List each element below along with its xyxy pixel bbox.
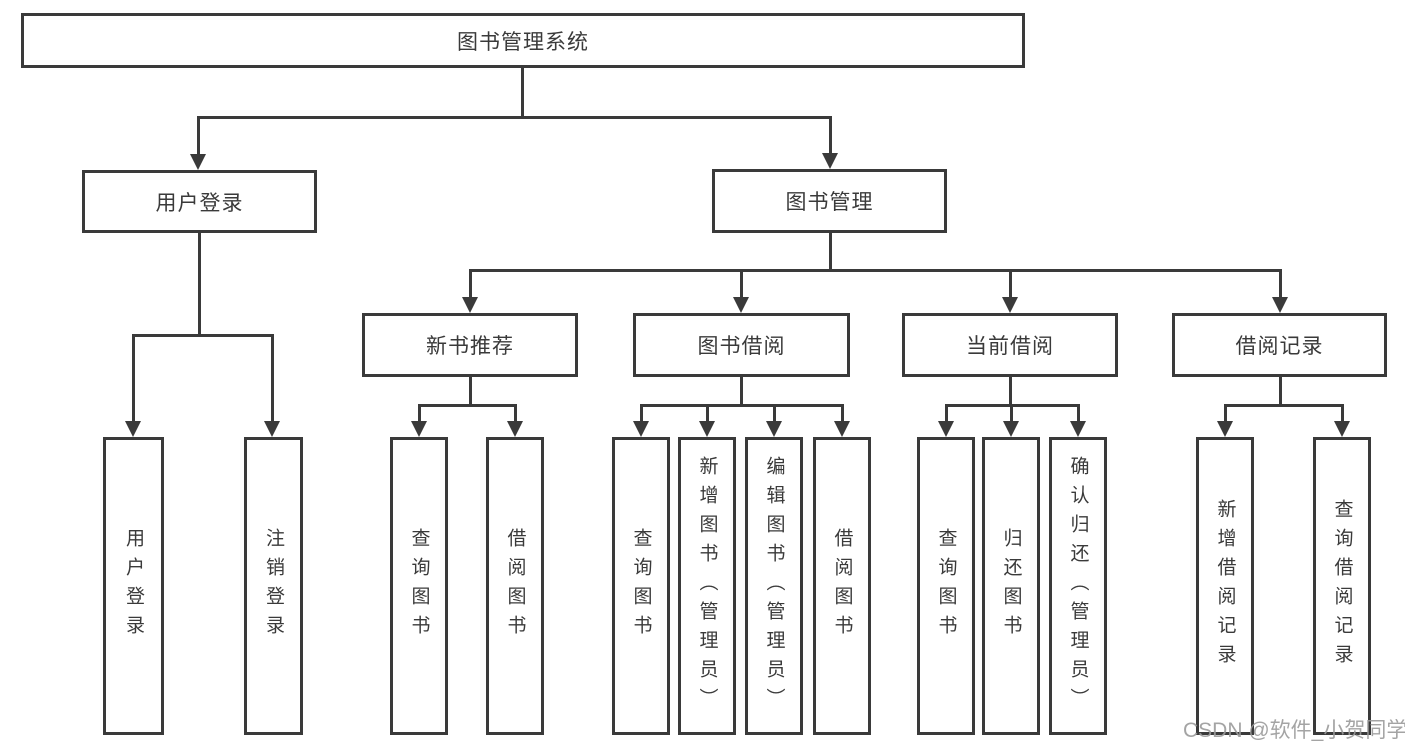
node-borrow-records: 借阅记录 — [1172, 313, 1387, 377]
leaf-recommend-borrow-book: 借阅图书 — [486, 437, 544, 735]
connector-line — [197, 116, 831, 119]
leaf-current-return-book-label: 归还图书 — [1000, 528, 1022, 644]
connector-line — [469, 269, 1281, 272]
connector-line — [945, 404, 948, 427]
connector-line — [1009, 269, 1012, 302]
connector-line — [271, 334, 274, 426]
arrowhead-icon — [938, 421, 954, 437]
arrowhead-icon — [1070, 421, 1086, 437]
connector-line — [706, 404, 709, 427]
arrowhead-icon — [462, 297, 478, 313]
node-user-login-label: 用户登录 — [155, 191, 244, 215]
node-book-management: 图书管理 — [712, 169, 947, 233]
arrowhead-icon — [411, 421, 427, 437]
arrowhead-icon — [834, 421, 850, 437]
connector-line — [841, 404, 844, 427]
connector-line — [132, 334, 135, 426]
leaf-user-login: 用户登录 — [103, 437, 164, 735]
connector-line — [740, 269, 743, 302]
connector-line — [1077, 404, 1080, 427]
connector-line — [640, 404, 643, 427]
leaf-records-query: 查询借阅记录 — [1313, 437, 1371, 735]
leaf-logout-label: 注销登录 — [263, 528, 284, 644]
leaf-borrow-query-book-label: 查询图书 — [630, 528, 652, 644]
connector-line — [197, 116, 200, 158]
connector-line — [132, 334, 274, 337]
node-current-borrow-label: 当前借阅 — [966, 335, 1054, 358]
connector-line — [418, 404, 421, 427]
leaf-borrow-edit-book: 编辑图书（管理员） — [745, 437, 803, 735]
connector-line — [1341, 404, 1344, 427]
node-new-book-recommend: 新书推荐 — [362, 313, 578, 377]
connector-line — [469, 269, 472, 302]
node-new-book-recommend-label: 新书推荐 — [426, 335, 514, 358]
leaf-records-query-label: 查询借阅记录 — [1331, 499, 1353, 673]
connector-line — [469, 377, 472, 406]
leaf-borrow-borrow-book-label: 借阅图书 — [831, 528, 853, 644]
leaf-recommend-query-book-label: 查询图书 — [408, 528, 430, 644]
connector-line — [521, 68, 524, 117]
node-book-management-label: 图书管理 — [785, 191, 874, 214]
arrowhead-icon — [1217, 421, 1233, 437]
arrowhead-icon — [190, 154, 206, 170]
leaf-recommend-query-book: 查询图书 — [390, 437, 448, 735]
node-current-borrow: 当前借阅 — [902, 313, 1118, 377]
node-root-label: 图书管理系统 — [457, 30, 589, 54]
arrowhead-icon — [699, 421, 715, 437]
node-book-borrow: 图书借阅 — [633, 313, 850, 377]
csdn-watermark: CSDN @软件_小贺同学 — [1183, 719, 1405, 742]
connector-line — [1010, 404, 1013, 427]
node-user-login: 用户登录 — [82, 170, 317, 233]
node-root: 图书管理系统 — [21, 13, 1025, 68]
connector-line — [1279, 377, 1282, 406]
arrowhead-icon — [633, 421, 649, 437]
leaf-current-return-book: 归还图书 — [982, 437, 1040, 735]
leaf-borrow-add-book-label: 新增图书（管理员） — [696, 455, 718, 717]
arrowhead-icon — [1003, 421, 1019, 437]
connector-line — [1224, 404, 1343, 407]
leaf-records-add: 新增借阅记录 — [1196, 437, 1254, 735]
leaf-borrow-edit-book-label: 编辑图书（管理员） — [763, 455, 785, 717]
connector-line — [740, 377, 743, 406]
leaf-current-query-book: 查询图书 — [917, 437, 975, 735]
arrowhead-icon — [1002, 297, 1018, 313]
connector-line — [640, 404, 843, 407]
connector-line — [514, 404, 517, 427]
leaf-current-confirm-return-label: 确认归还（管理员） — [1067, 455, 1089, 717]
arrowhead-icon — [264, 421, 280, 437]
arrowhead-icon — [766, 421, 782, 437]
leaf-current-query-book-label: 查询图书 — [935, 528, 957, 644]
connector-line — [1009, 377, 1012, 406]
arrowhead-icon — [1272, 297, 1288, 313]
arrowhead-icon — [125, 421, 141, 437]
connector-line — [1279, 269, 1282, 302]
leaf-records-add-label: 新增借阅记录 — [1214, 499, 1236, 673]
arrowhead-icon — [507, 421, 523, 437]
connector-line — [773, 404, 776, 427]
connector-line — [829, 233, 832, 271]
node-book-borrow-label: 图书借阅 — [697, 335, 786, 358]
leaf-user-login-label: 用户登录 — [123, 528, 144, 644]
leaf-borrow-add-book: 新增图书（管理员） — [678, 437, 736, 735]
arrowhead-icon — [1334, 421, 1350, 437]
leaf-borrow-borrow-book: 借阅图书 — [813, 437, 871, 735]
connector-line — [418, 404, 516, 407]
connector-line — [829, 116, 832, 157]
leaf-recommend-borrow-book-label: 借阅图书 — [504, 528, 526, 644]
leaf-logout: 注销登录 — [244, 437, 303, 735]
connector-line — [1224, 404, 1227, 427]
arrowhead-icon — [822, 153, 838, 169]
arrowhead-icon — [733, 297, 749, 313]
leaf-current-confirm-return: 确认归还（管理员） — [1049, 437, 1107, 735]
leaf-borrow-query-book: 查询图书 — [612, 437, 670, 735]
connector-line — [198, 233, 201, 336]
node-borrow-records-label: 借阅记录 — [1235, 335, 1324, 358]
